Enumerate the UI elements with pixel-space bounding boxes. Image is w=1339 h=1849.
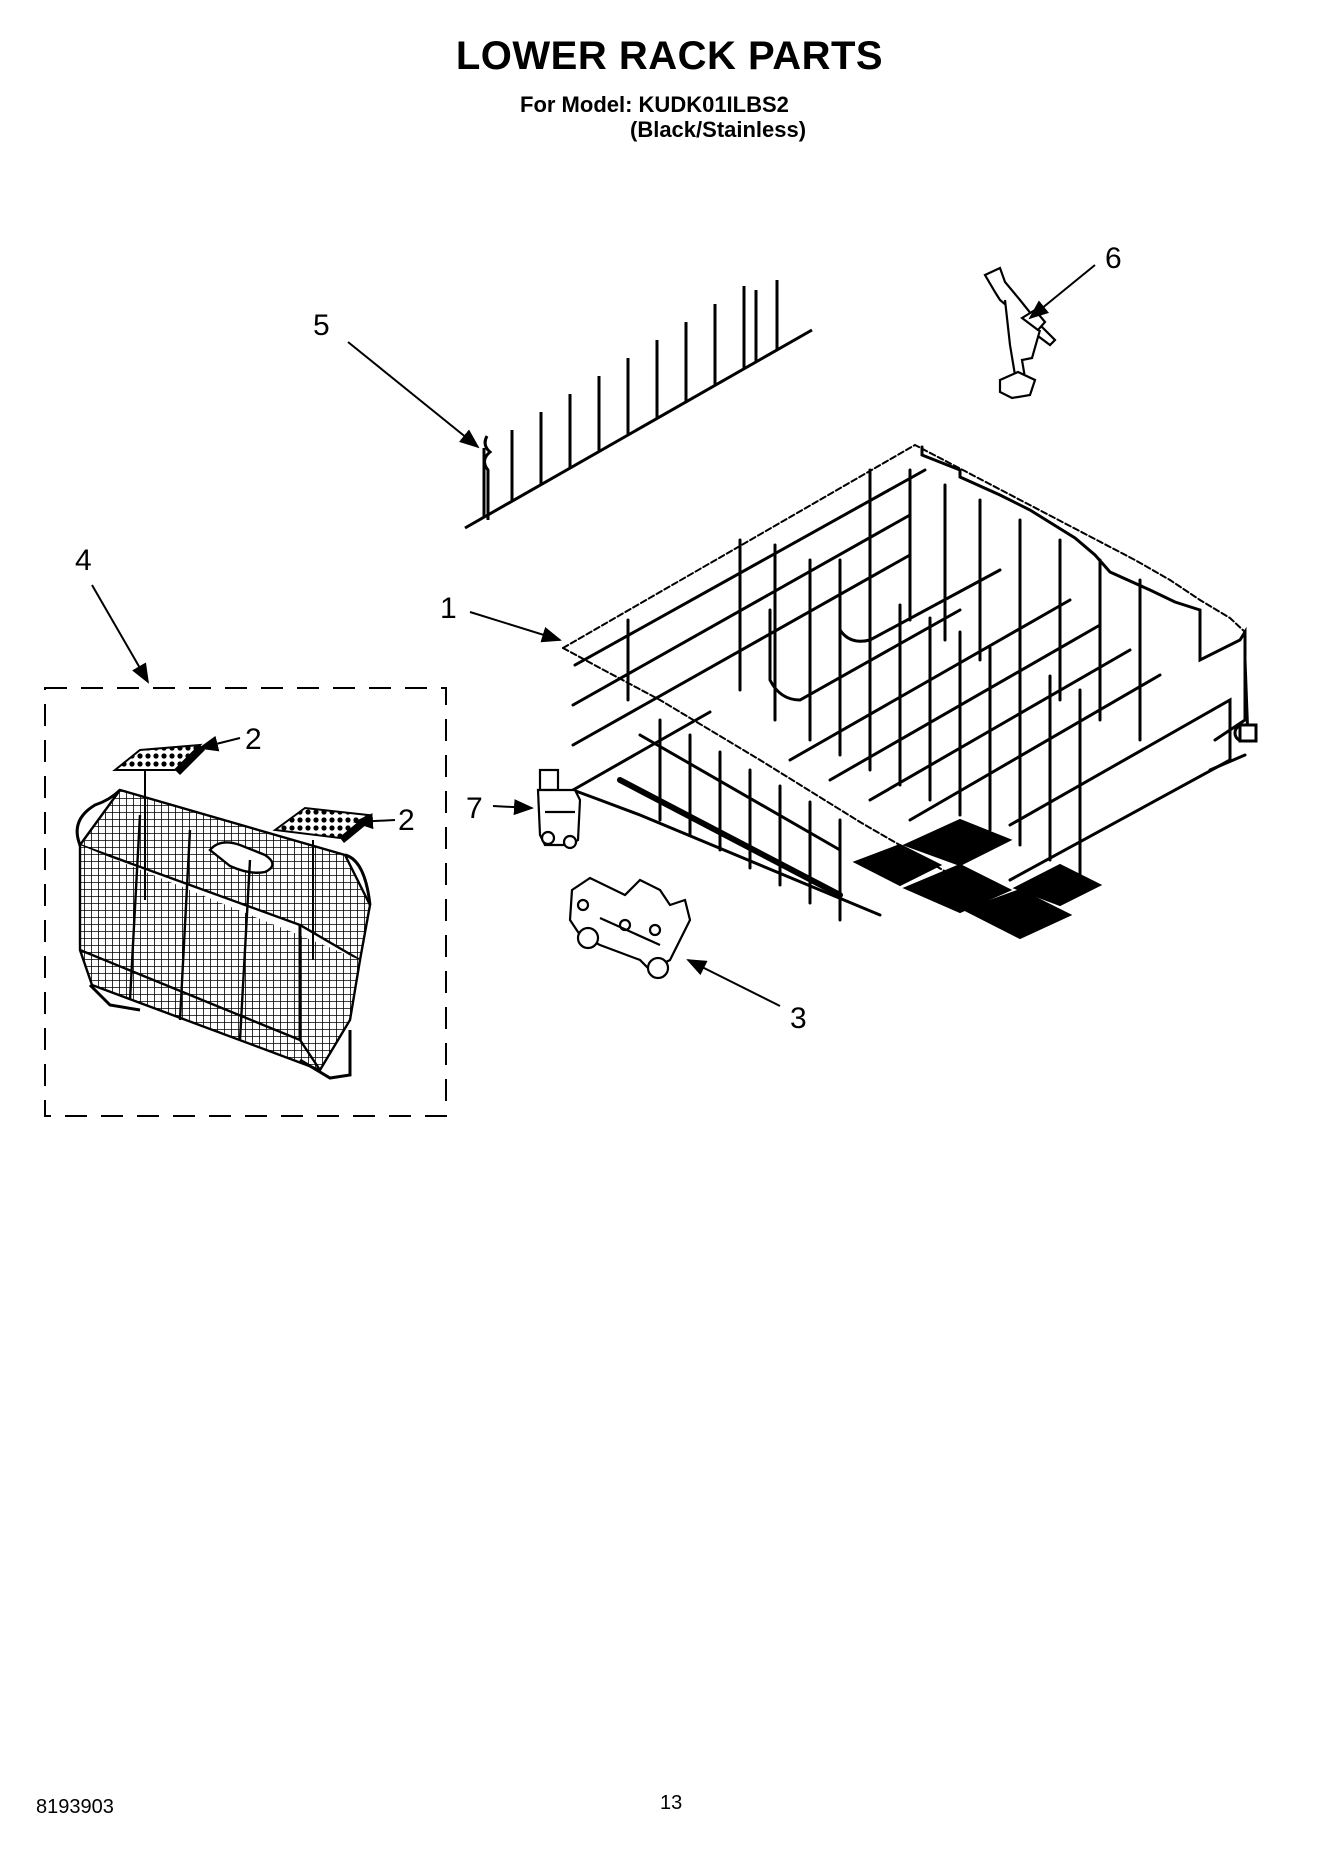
part-1-lower-rack (562, 443, 1258, 922)
callout-7: 7 (466, 792, 483, 825)
callout-6: 6 (1105, 242, 1122, 275)
document-code: 8193903 (36, 1796, 114, 1818)
part-3-roller-bracket (568, 876, 692, 980)
callout-2b: 2 (398, 804, 415, 837)
color-line: (Black/Stainless) (630, 117, 807, 142)
leader-line-7 (492, 799, 534, 816)
part-4-group-box (44, 687, 447, 1117)
part-4-silverware-basket (75, 770, 372, 1080)
leader-line-1 (469, 611, 562, 643)
callout-5: 5 (313, 309, 330, 342)
part-7-clip (536, 768, 582, 850)
leader-line-6 (1028, 264, 1096, 320)
leader-line-3 (686, 959, 781, 1007)
callout-4: 4 (75, 544, 92, 577)
model-line: For Model: KUDK01ILBS2 (520, 92, 789, 117)
part-6-clip (983, 266, 1057, 400)
callout-3: 3 (790, 1002, 807, 1035)
rack-bottom-panels (852, 818, 1103, 940)
callout-1: 1 (440, 592, 457, 625)
leader-line-2a (198, 735, 241, 752)
part-5-tine-row (464, 280, 813, 530)
page-title: LOWER RACK PARTS (455, 34, 884, 78)
leader-line-2b (353, 813, 396, 830)
callout-2a: 2 (245, 723, 262, 756)
part-2-basket-cover-a (112, 743, 205, 775)
page-number: 13 (660, 1792, 683, 1814)
leader-line-5 (347, 341, 480, 449)
leader-line-4 (91, 584, 149, 684)
